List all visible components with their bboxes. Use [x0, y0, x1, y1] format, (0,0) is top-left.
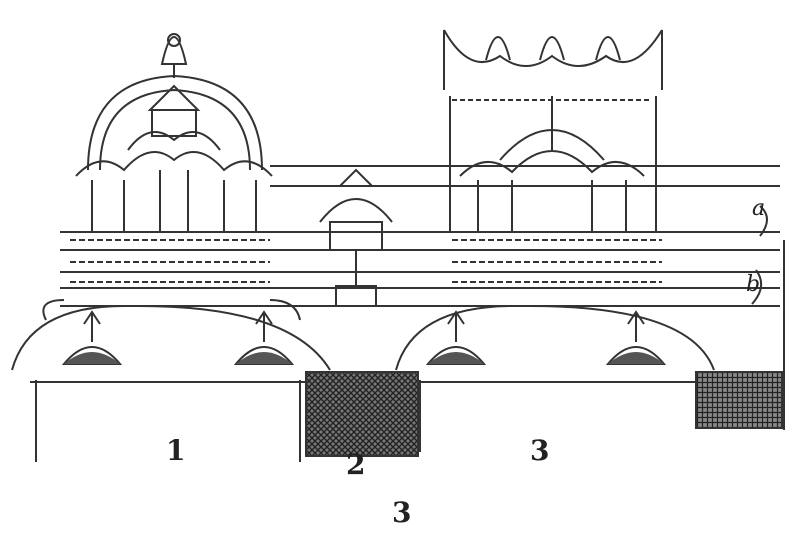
- hatched-block-right: [695, 371, 783, 429]
- arch-1: [11, 304, 331, 371]
- panel-label-3: 3: [530, 434, 550, 467]
- caption-label: 3: [392, 496, 412, 529]
- central-shrine: [319, 168, 393, 307]
- pavilion-3: [443, 29, 768, 305]
- pavilion-1: [42, 33, 301, 321]
- pendants: [61, 310, 667, 365]
- panel-label-1: 1: [166, 434, 186, 467]
- hatched-block-left: [305, 371, 419, 457]
- panel-label-2: 2: [346, 448, 366, 481]
- marker-a-label: a: [752, 196, 766, 221]
- arch-3: [395, 304, 715, 371]
- marker-b-label: b: [746, 272, 761, 297]
